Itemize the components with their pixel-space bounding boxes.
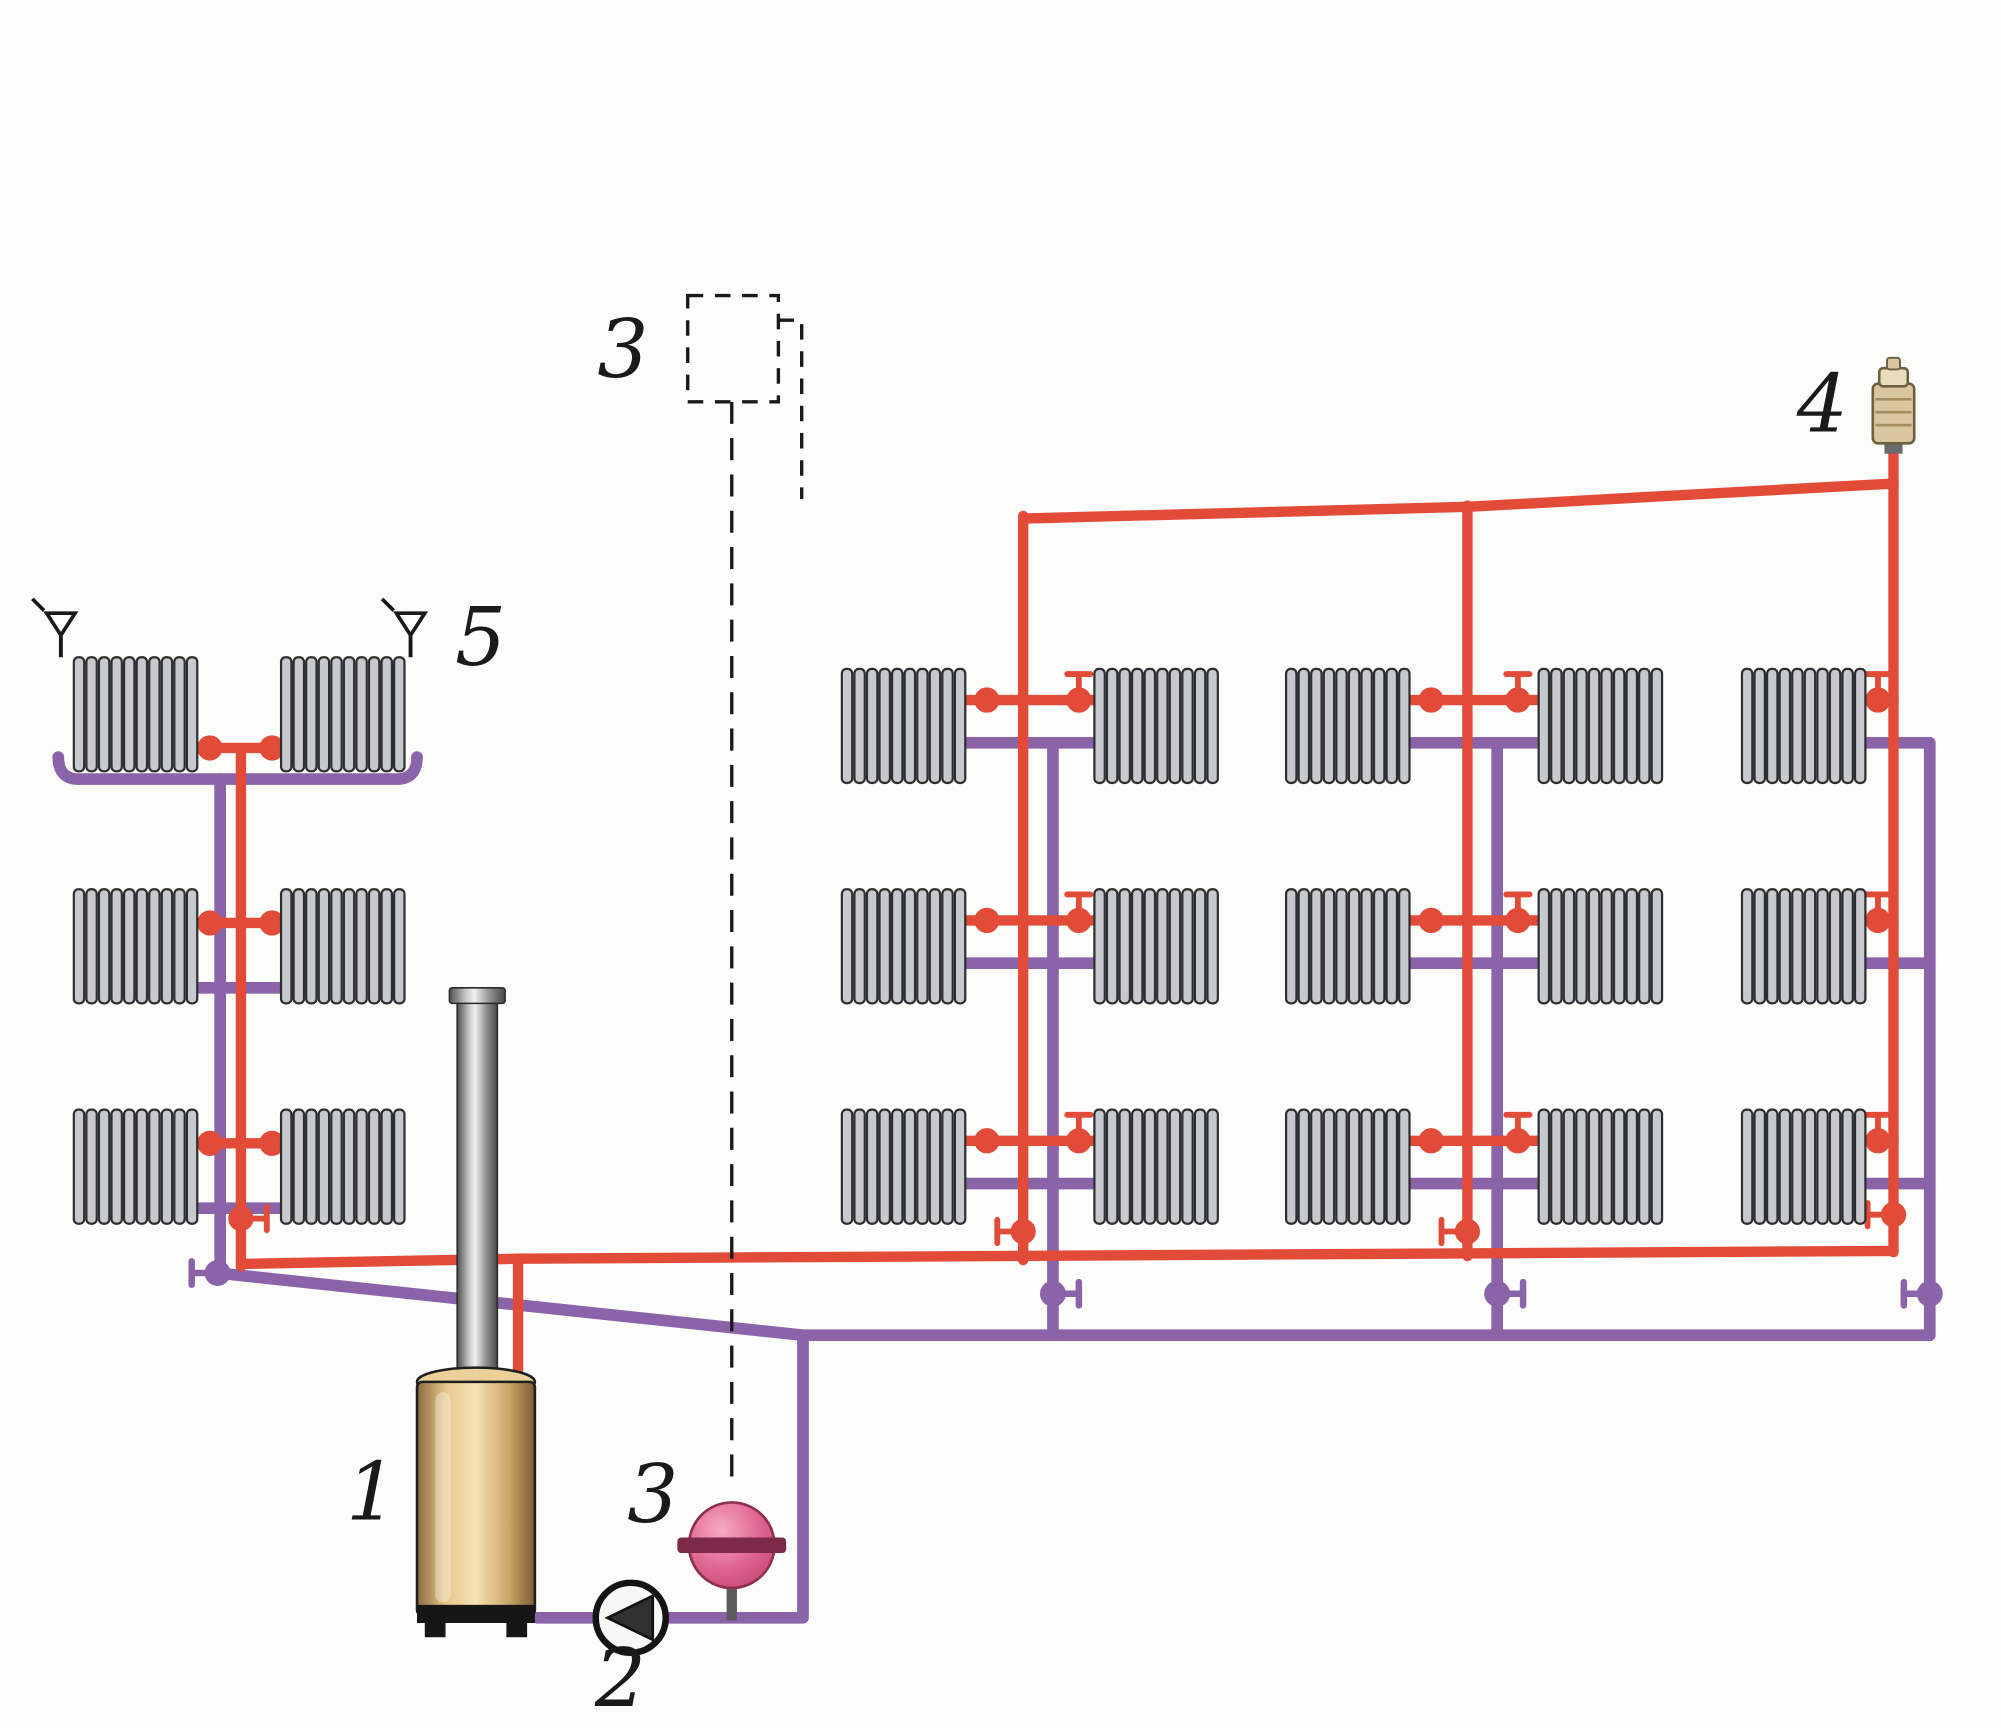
tank-flange — [677, 1537, 787, 1553]
return-pipes — [52, 736, 1936, 1624]
pipe-union — [262, 1134, 281, 1153]
pipe-union — [200, 1134, 219, 1153]
pipe-union — [200, 738, 219, 757]
boiler — [415, 987, 537, 1638]
radiator — [1537, 1108, 1664, 1225]
radiator — [1537, 888, 1664, 1005]
radiator — [1093, 1108, 1219, 1225]
radiator — [72, 888, 199, 1005]
radiator — [840, 667, 967, 785]
air-vent-cap — [1877, 366, 1910, 388]
label-pump: 2 — [594, 1631, 646, 1725]
radiator — [1740, 1108, 1867, 1225]
label-expansion-tank-top: 3 — [597, 302, 648, 396]
label-boiler: 1 — [346, 1444, 397, 1538]
vent-valve-icon — [380, 597, 429, 658]
boiler-body — [415, 1380, 537, 1617]
pipe-union — [262, 738, 281, 757]
radiator — [1284, 667, 1411, 785]
boiler-highlight — [435, 1392, 451, 1603]
radiator — [840, 888, 967, 1005]
radiator — [1740, 667, 1867, 785]
boiler-foot — [424, 1622, 446, 1638]
open-tank-outline — [686, 293, 781, 404]
radiator — [1093, 667, 1219, 785]
chimney-cap — [448, 987, 506, 1005]
pipe-union — [1421, 1131, 1440, 1150]
radiator — [72, 1108, 199, 1225]
label-expansion-tank: 3 — [627, 1447, 678, 1541]
air-vent — [1871, 356, 1916, 454]
pipe-union — [977, 911, 996, 930]
label-air-vent: 4 — [1796, 357, 1848, 451]
radiator — [840, 1108, 967, 1225]
radiator — [1093, 888, 1219, 1005]
labels: 1 2 3 3 4 5 — [346, 302, 1848, 1725]
membrane-expansion-tank — [677, 1501, 787, 1621]
pipe-union — [1421, 690, 1440, 709]
pipe-union — [262, 913, 281, 932]
radiator — [1537, 667, 1664, 785]
pipe-union — [200, 913, 219, 932]
radiator — [1284, 1108, 1411, 1225]
radiator — [279, 1108, 406, 1225]
vent-valve-icon — [31, 597, 79, 658]
radiator — [72, 656, 199, 773]
boiler-foot — [506, 1622, 528, 1638]
label-vent-valve: 5 — [455, 590, 506, 684]
pipe-union — [977, 690, 996, 709]
radiator-vent-valves — [31, 597, 429, 658]
radiator — [279, 656, 406, 773]
air-vent-tip — [1886, 356, 1901, 371]
radiator — [1740, 888, 1867, 1005]
pipe-union — [977, 1131, 996, 1150]
chimney — [456, 999, 499, 1381]
radiator — [279, 888, 406, 1005]
open-expansion-tank-dashed — [686, 293, 804, 1491]
pump-flow-arrow-icon — [604, 1593, 655, 1642]
radiator — [1284, 888, 1411, 1005]
boiler-base — [417, 1604, 535, 1623]
pipe-union — [1421, 911, 1440, 930]
overflow-pipe-dashed — [778, 318, 804, 500]
pump — [592, 1579, 669, 1657]
